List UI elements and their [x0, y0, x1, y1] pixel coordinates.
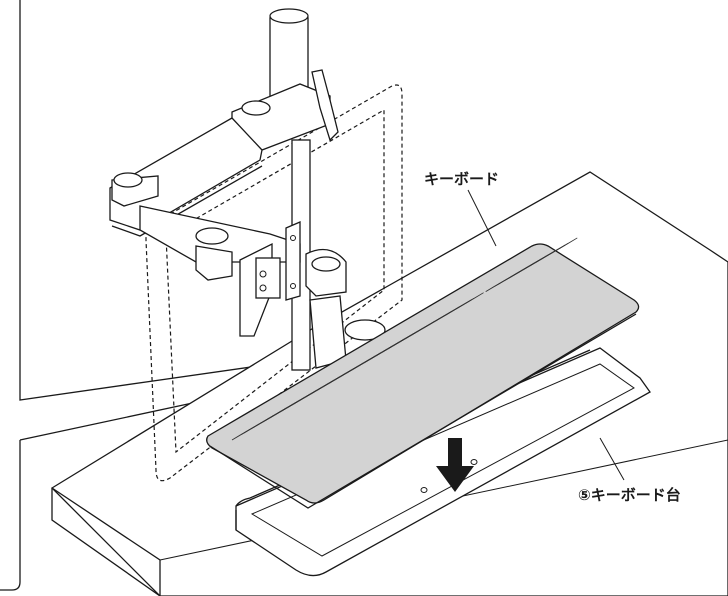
keyboard-key: [465, 292, 484, 304]
keyboard-tray-label: ⑤キーボード台: [578, 486, 681, 504]
arrow-down-icon: [436, 438, 474, 492]
keyboard-tray-label-group: ⑤キーボード台: [578, 437, 681, 504]
keyboard: [206, 237, 640, 509]
monitor-arm: [109, 8, 386, 371]
monitor-outline: [145, 84, 403, 482]
keyboard-keys: [231, 237, 578, 441]
keyboard-tray: [235, 347, 651, 577]
keyboard-key: [559, 237, 578, 249]
keyboard-label: キーボード: [424, 170, 499, 188]
keyboard-label-group: キーボード: [424, 170, 499, 247]
